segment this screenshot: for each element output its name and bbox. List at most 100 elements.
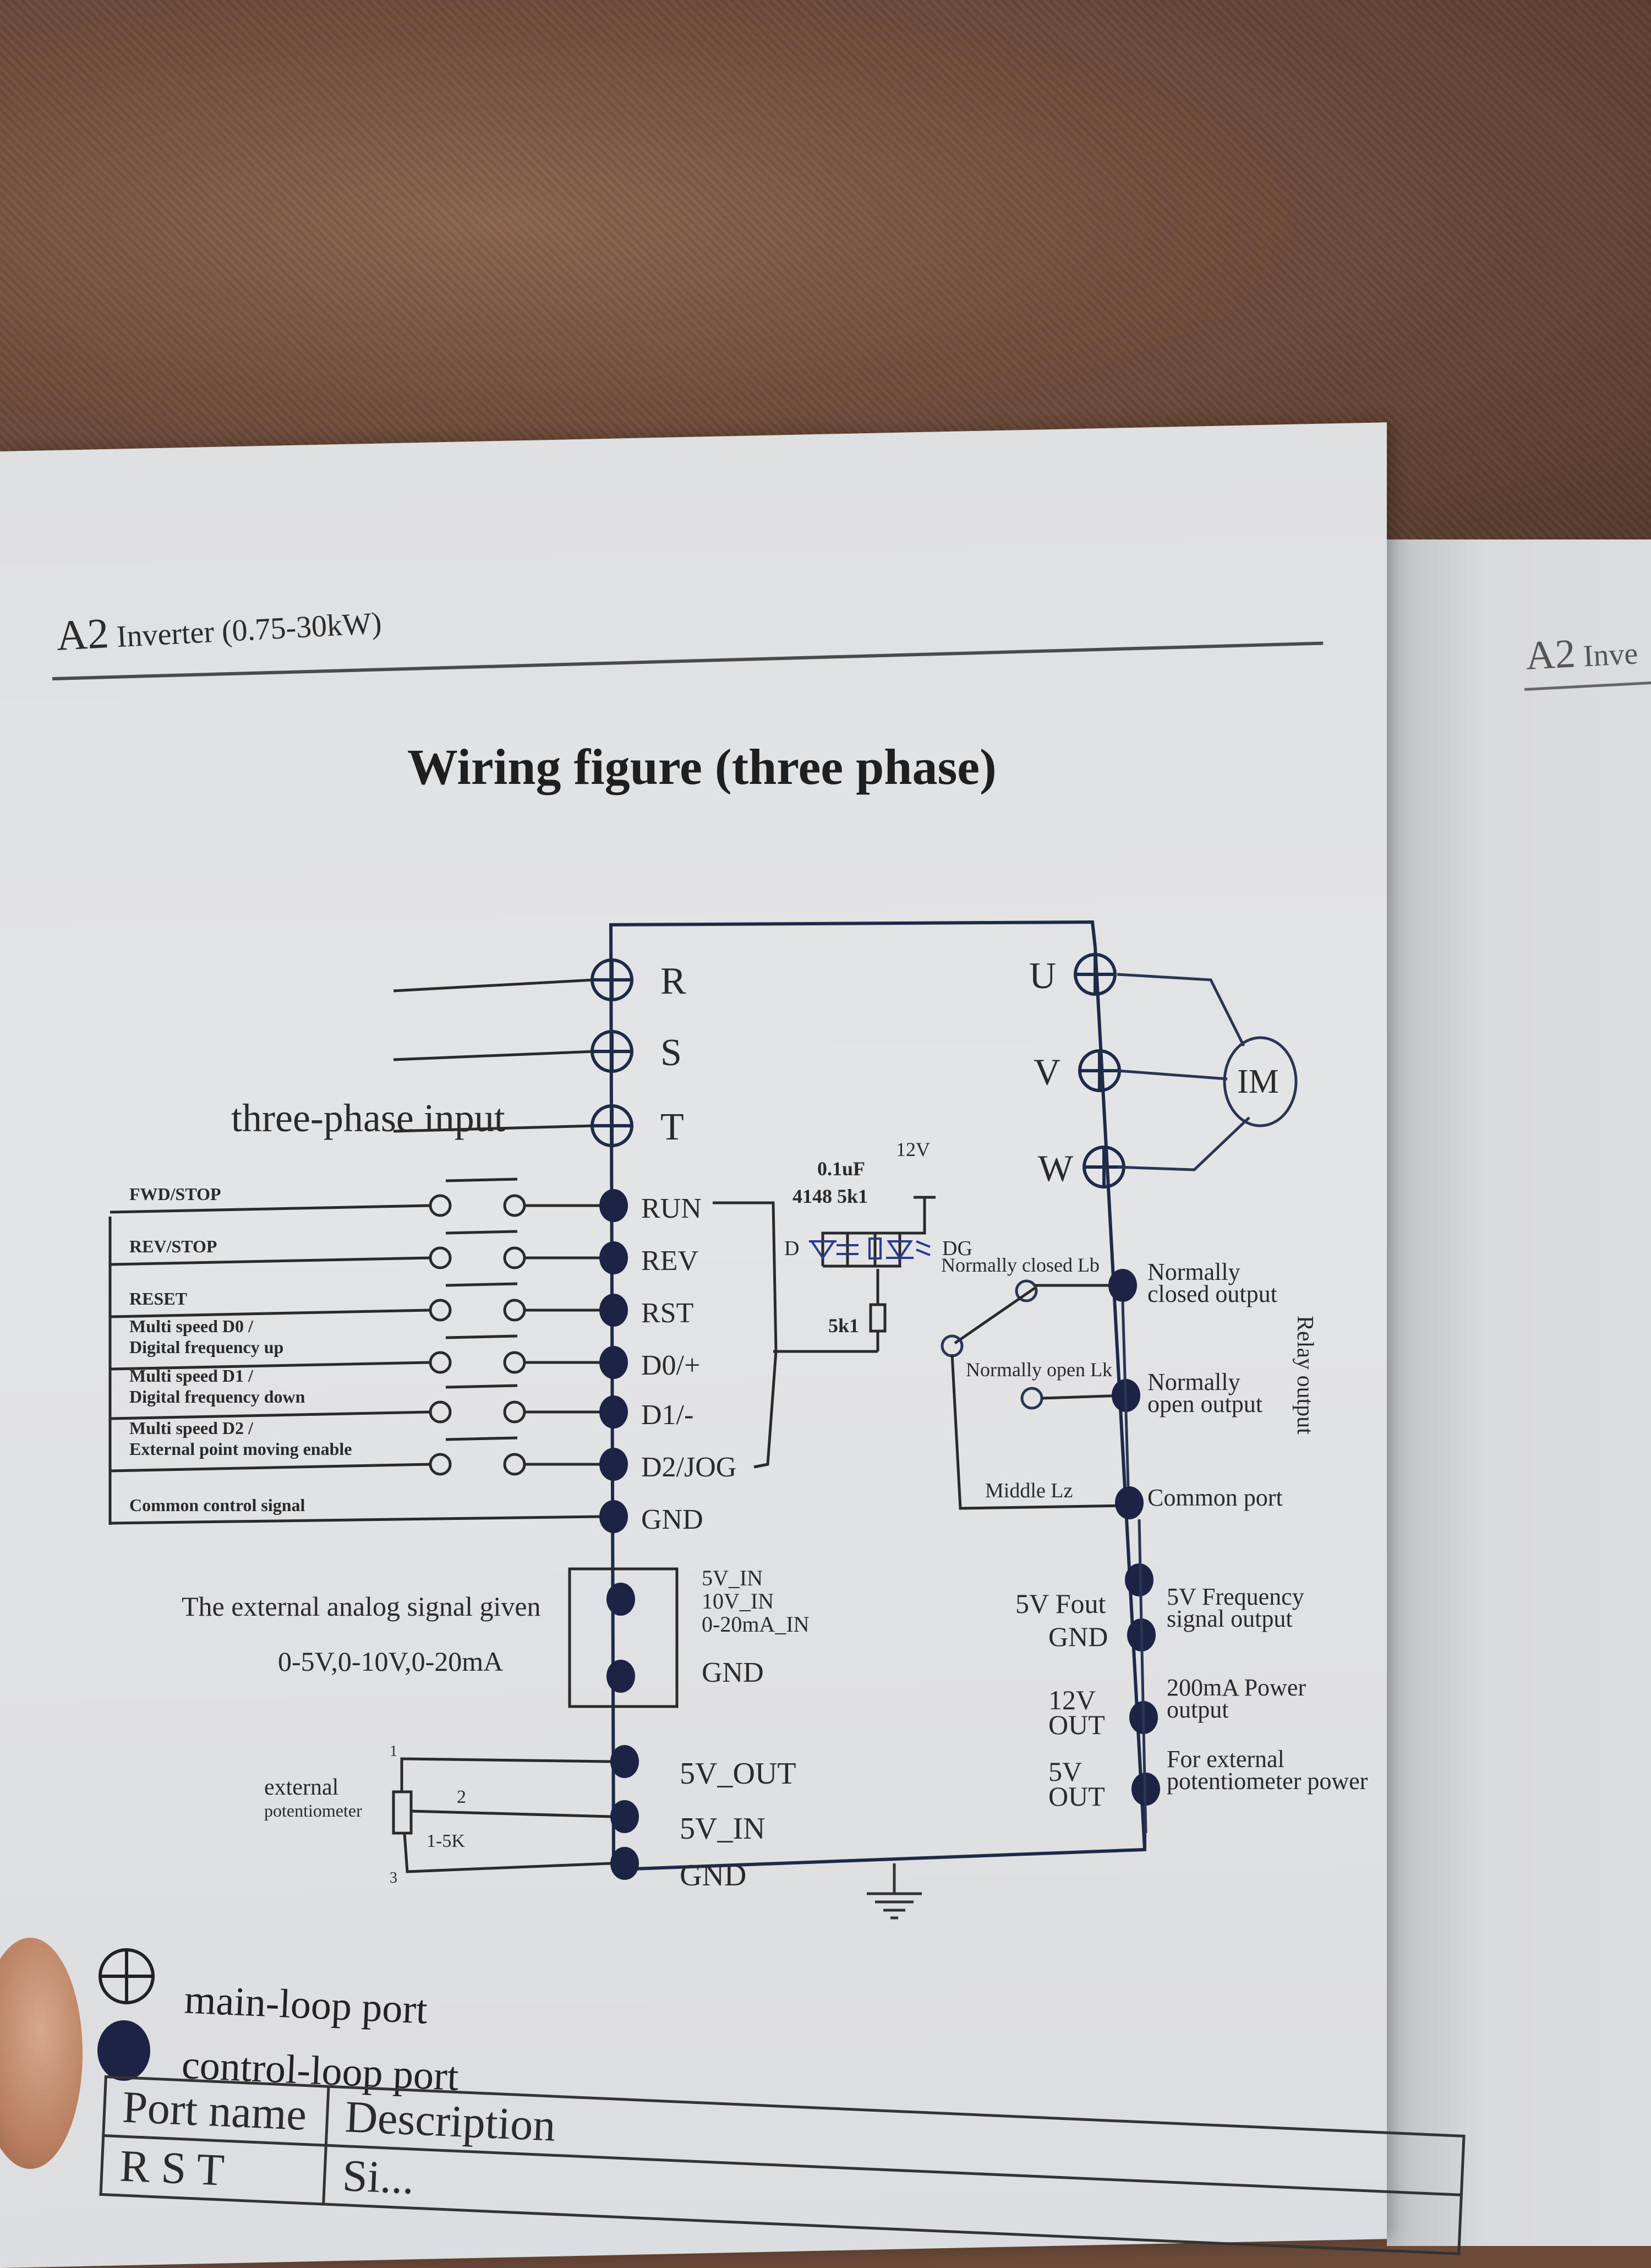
pot-terminal-dot-icon <box>610 1800 639 1833</box>
relay-output-label: Normally <box>1147 1258 1240 1285</box>
potentiometer-icon <box>392 1757 611 1873</box>
control-terminal-dot-icon <box>599 1241 628 1274</box>
analog-terminal-label: 5V_IN <box>702 1566 763 1590</box>
relay-output-dot-icon <box>1108 1269 1137 1302</box>
control-terminal-label: GND <box>641 1504 703 1535</box>
analog-terminal-label: GND <box>702 1657 764 1688</box>
relay-output-label: closed output <box>1147 1280 1277 1307</box>
switch-contact-icon <box>110 1436 600 1476</box>
pot-pin-label: 3 <box>390 1869 397 1887</box>
input-circuit-components <box>809 1237 931 1260</box>
input-function-label: Multi speed D2 / <box>129 1418 254 1438</box>
power-output-description: signal output <box>1167 1605 1293 1632</box>
supply-label: 12V <box>896 1138 930 1160</box>
parts-label: 4148 5k1 <box>792 1185 868 1207</box>
thumb <box>0 1938 83 2169</box>
series-resistor-label: 5k1 <box>828 1315 859 1337</box>
control-terminal-dot-icon <box>599 1346 628 1379</box>
motor-terminal-label: V <box>1034 1051 1060 1093</box>
motor-terminal-u-icon <box>1074 953 1117 996</box>
control-loop-port-icon <box>97 2020 150 2081</box>
power-output-description: 200mA Power <box>1167 1674 1306 1701</box>
control-terminal-dot-icon <box>599 1294 628 1327</box>
three-phase-input-lines <box>393 978 595 1133</box>
pot-terminal-dot-icon <box>610 1847 639 1880</box>
input-function-label: RESET <box>129 1289 187 1309</box>
right-page <box>1387 539 1651 2246</box>
pot-label: potentiometer <box>264 1801 362 1820</box>
header-port-name: Port name <box>103 2076 329 2146</box>
pot-pin-label: 1 <box>390 1743 397 1760</box>
input-function-label: Common control signal <box>129 1495 305 1515</box>
capacitor-label: 0.1uF <box>817 1158 865 1180</box>
main-loop-port-icon <box>99 1948 155 2004</box>
power-output-terminal-label: OUT <box>1048 1709 1105 1740</box>
power-output-description: output <box>1167 1696 1228 1723</box>
diode-label: D <box>784 1237 799 1260</box>
switch-contact-icon <box>110 1177 600 1217</box>
analog-terminal-dot-icon <box>606 1583 635 1616</box>
control-terminal-dot-icon <box>599 1395 628 1429</box>
input-function-label: Multi speed D0 / <box>129 1316 254 1336</box>
motor-terminal-label: U <box>1029 955 1056 996</box>
switch-contact-icon <box>110 1334 600 1374</box>
relay-output-label: Normally <box>1147 1369 1240 1395</box>
control-terminal-dot-icon <box>599 1189 628 1222</box>
main-terminal-s-icon <box>591 1030 633 1073</box>
relay-output-label: Common port <box>1147 1484 1283 1511</box>
switch-contact-icon <box>110 1384 600 1424</box>
cell-port: R S T <box>101 2135 326 2205</box>
main-terminal-r-icon <box>591 958 633 1001</box>
control-terminal-label: D2/JOG <box>641 1452 736 1483</box>
pot-pin-label: 2 <box>457 1787 466 1807</box>
legend-icons <box>97 1948 155 2081</box>
relay-section-label: Relay output <box>1292 1316 1317 1435</box>
power-output-terminal-label: 5V Fout <box>1015 1588 1106 1619</box>
input-function-label: Digital frequency up <box>129 1337 283 1357</box>
relay-output-label: open output <box>1147 1391 1262 1417</box>
nc-contact-label: Normally closed Lb <box>941 1254 1100 1276</box>
motor-label: IM <box>1237 1063 1279 1100</box>
pot-value-label: 1-5K <box>427 1831 465 1851</box>
pot-label: external <box>264 1775 338 1800</box>
relay-circuit <box>941 1279 1129 1510</box>
input-function-label: External point moving enable <box>129 1439 352 1459</box>
pot-terminal-dot-icon <box>610 1745 639 1778</box>
power-output-terminal-label: GND <box>1048 1621 1108 1652</box>
analog-input-box <box>568 1567 679 1708</box>
input-function-label: Digital frequency down <box>129 1387 305 1406</box>
motor-terminal-label: W <box>1038 1147 1074 1189</box>
input-function-label: Multi speed D1 / <box>129 1366 254 1386</box>
control-terminal-label: RST <box>641 1297 693 1329</box>
switch-contact-icon <box>110 1230 600 1269</box>
control-terminal-dot-icon <box>599 1500 628 1533</box>
power-output-terminal-label: OUT <box>1048 1781 1105 1812</box>
analog-terminal-label: 0-20mA_IN <box>702 1612 810 1637</box>
analog-terminal-label: 10V_IN <box>702 1589 774 1613</box>
input-function-label: FWD/STOP <box>129 1184 221 1204</box>
pot-terminal-label: 5V_OUT <box>680 1757 796 1791</box>
pot-terminal-label: 5V_IN <box>680 1812 766 1846</box>
main-terminal-label: R <box>660 960 686 1002</box>
power-output-description: potentiometer power <box>1167 1768 1368 1795</box>
main-terminal-t-icon <box>591 1104 633 1147</box>
analog-description: The external analog signal given <box>182 1591 541 1622</box>
manual-page: A2 Inverter (0.75-30kW) A2 Inve Wiring f… <box>0 606 1651 2254</box>
power-output-description: 5V Frequency <box>1167 1583 1304 1610</box>
three-phase-input-label: three-phase input <box>231 1096 505 1140</box>
input-circuit <box>713 1196 936 1469</box>
relay-output-dot-icon <box>1115 1486 1144 1519</box>
led-label: DG <box>942 1237 972 1260</box>
power-output-terminal-label: 5V <box>1048 1756 1082 1787</box>
wiring-diagram: three-phase input RST U V W IM RUN FWD/STOP… <box>108 920 1368 1920</box>
main-terminal-label: S <box>660 1032 682 1074</box>
power-output-description: For external <box>1167 1746 1284 1773</box>
motor-wiring <box>1117 973 1298 1171</box>
control-terminal-label: D1/- <box>641 1399 693 1431</box>
control-terminal-label: RUN <box>641 1193 702 1224</box>
switch-contact-icon <box>110 1282 600 1322</box>
pot-terminal-label: GND <box>680 1858 746 1893</box>
main-terminal-label: T <box>660 1106 684 1148</box>
middle-contact-label: Middle Lz <box>985 1479 1073 1502</box>
control-terminal-dot-icon <box>599 1448 628 1481</box>
